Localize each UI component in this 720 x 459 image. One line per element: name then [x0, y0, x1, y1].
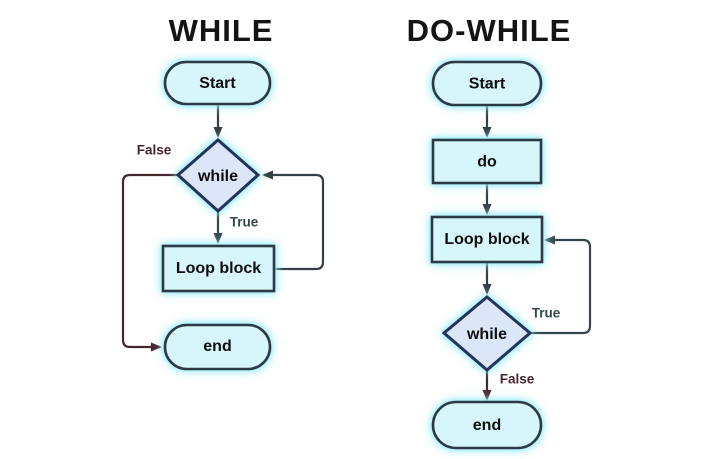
while-end-node-label: end — [203, 338, 231, 355]
while-end-node-shape — [163, 323, 272, 371]
while-condition-diamond: while — [175, 138, 261, 214]
while-condition-diamond-shape — [175, 138, 261, 214]
while-loop-block-label: Loop block — [176, 260, 261, 277]
do-while-start-node-label: Start — [469, 76, 506, 93]
do-while-chart-title: DO-WHILE — [407, 13, 572, 48]
while-loop-block-node: Loop block — [161, 244, 276, 293]
while-loop-block-shape — [161, 244, 276, 293]
while-condition-label: while — [197, 168, 238, 185]
while-chart-title: WHILE — [169, 13, 274, 48]
do-while-chart: DO-WHILE True False Start do Loop blo — [407, 13, 592, 450]
while-chart: WHILE False True Start while Loop block — [121, 13, 325, 371]
while-false-branch-label: False — [137, 143, 172, 158]
while-true-branch-label: True — [230, 215, 259, 230]
do-while-end-node-shape — [431, 400, 543, 450]
do-while-condition-diamond-shape — [441, 295, 533, 372]
while-start-node: Start — [163, 60, 272, 106]
do-while-true-branch-label: True — [532, 306, 561, 321]
do-while-loop-block-node: Loop block — [430, 215, 544, 264]
while-end-node: end — [163, 323, 272, 371]
do-while-do-node-label: do — [477, 154, 497, 171]
do-while-end-node: end — [431, 400, 543, 450]
do-while-condition-label: while — [466, 326, 507, 343]
do-while-false-branch-label: False — [500, 372, 535, 387]
while-start-node-shape — [163, 60, 272, 106]
do-while-true-return-path — [530, 235, 592, 335]
do-while-start-node-shape — [431, 60, 543, 107]
while-start-node-label: Start — [199, 75, 236, 92]
do-while-loop-block-shape — [430, 215, 544, 264]
do-while-condition-diamond: while — [441, 295, 533, 372]
do-while-loop-block-label: Loop block — [444, 231, 529, 248]
while-false-exit-path — [121, 173, 178, 352]
do-while-do-node-shape — [431, 138, 543, 185]
do-while-end-node-label: end — [473, 417, 501, 434]
do-while-do-node: do — [431, 138, 543, 185]
while-loop-back-path — [262, 170, 325, 271]
do-while-start-node: Start — [431, 60, 543, 107]
